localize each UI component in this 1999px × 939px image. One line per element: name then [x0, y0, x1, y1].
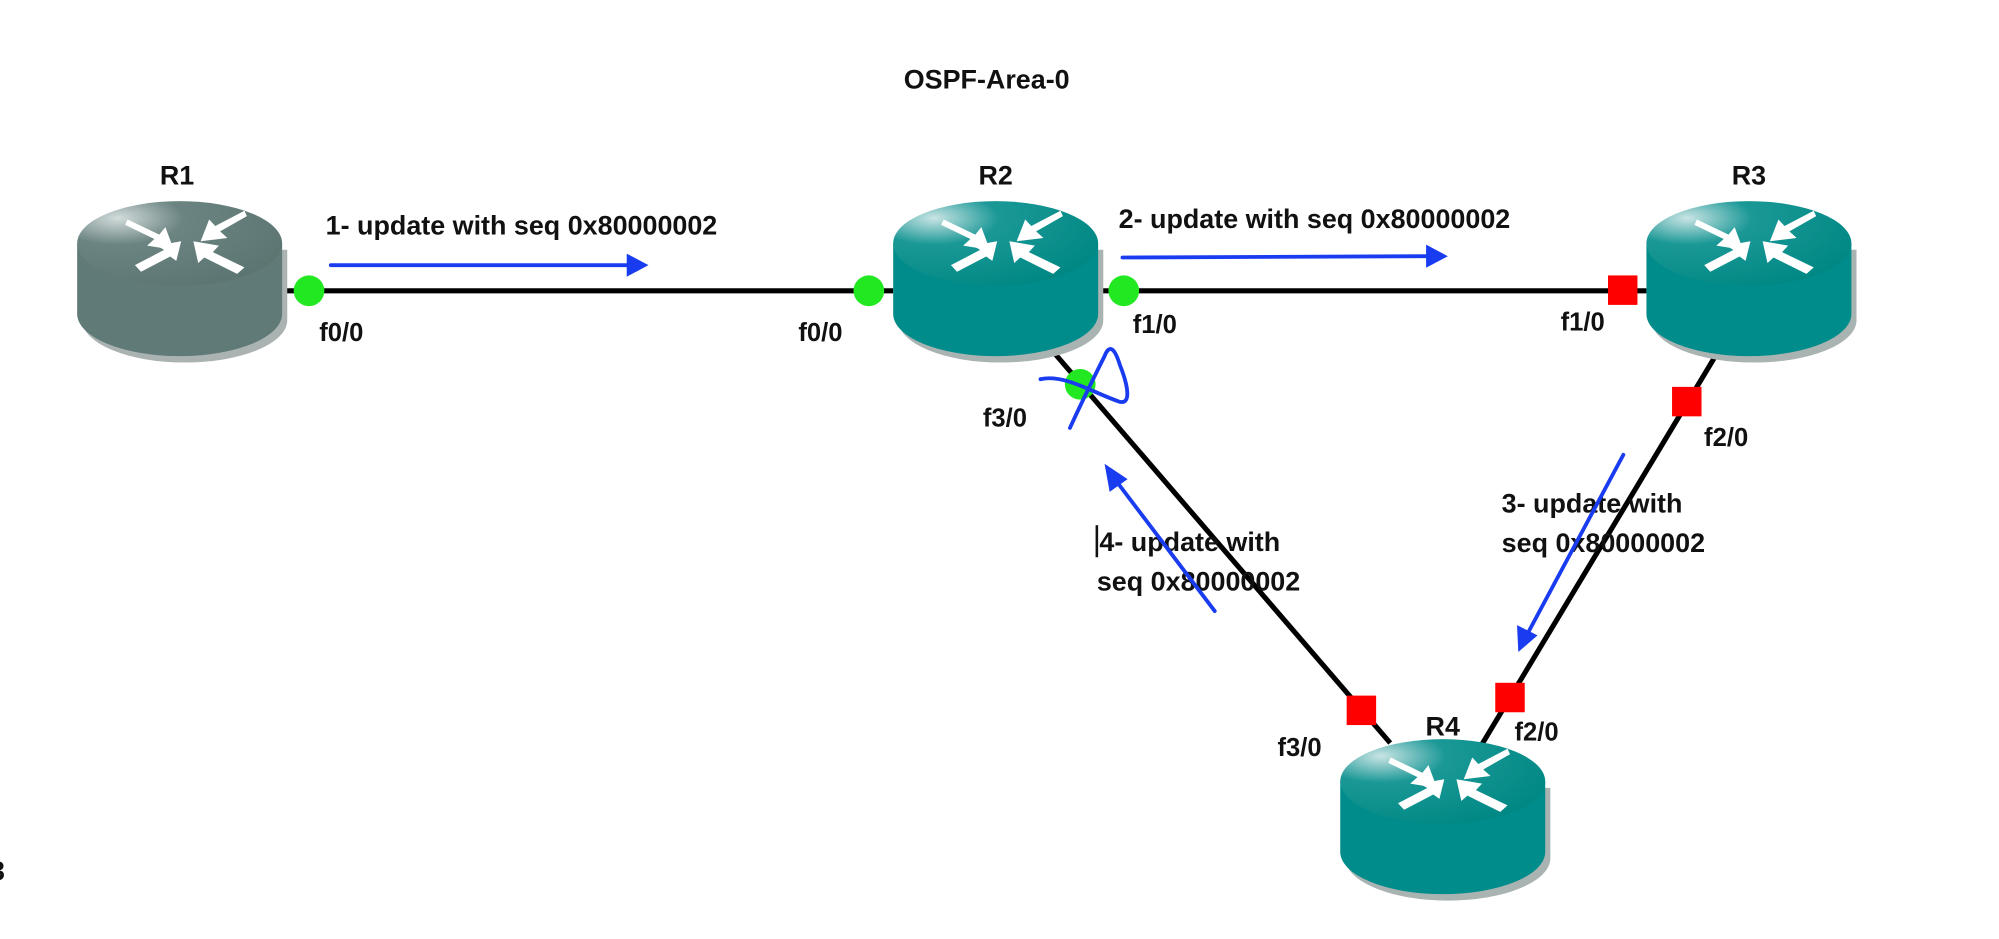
annotation-3-line2: seq 0x80000002 — [1502, 528, 1705, 558]
arrowhead-1 — [626, 253, 649, 277]
status-down-r4-f3-0 — [1346, 695, 1377, 726]
status-up-r2-f0-0 — [853, 275, 885, 307]
status-down-r4-f2-0 — [1495, 682, 1525, 713]
link-r2-r4[interactable] — [1046, 344, 1393, 745]
router-label-r2: R2 — [978, 160, 1012, 190]
iface-label-r2-f0-0: f0/0 — [798, 319, 842, 347]
annotation-arrows — [328, 244, 1626, 653]
interface-status — [293, 275, 1702, 726]
arrow-4 — [1112, 477, 1217, 613]
scribble-mark — [1038, 347, 1130, 430]
router-r4[interactable] — [1340, 739, 1551, 901]
status-up-r1-f0-0 — [293, 275, 325, 307]
iface-label-r4-f2-0: f2/0 — [1514, 718, 1558, 746]
status-up-r2-f1-0 — [1108, 275, 1140, 307]
router-r3[interactable] — [1646, 201, 1857, 363]
iface-label-r4-f3-0: f3/0 — [1277, 734, 1321, 762]
status-down-r3-f1-0 — [1607, 275, 1638, 305]
router-label-r3: R3 — [1732, 160, 1766, 190]
router-r2[interactable] — [893, 201, 1104, 363]
router-label-r1: R1 — [160, 160, 194, 190]
iface-label-r2-f3-0: f3/0 — [983, 405, 1027, 433]
annotation-4-line1: 4- update with — [1099, 527, 1280, 557]
link-r3-r4[interactable] — [1478, 352, 1720, 747]
status-down-r3-f2-0 — [1672, 386, 1702, 417]
annotation-1: 1- update with seq 0x80000002 — [326, 210, 718, 240]
arrow-2 — [1120, 254, 1431, 260]
arrow-3 — [1525, 452, 1626, 637]
iface-label-r3-f1-0: f1/0 — [1561, 309, 1605, 337]
iface-label-r2-f1-0: f1/0 — [1133, 311, 1177, 339]
arrowhead-3 — [1517, 625, 1538, 653]
arrowhead-2 — [1426, 244, 1448, 268]
router-r1[interactable] — [77, 201, 288, 363]
stray-text: 3 — [0, 856, 5, 886]
links — [282, 288, 1720, 747]
annotation-2: 2- update with seq 0x80000002 — [1119, 204, 1511, 234]
iface-label-r3-f2-0: f2/0 — [1704, 424, 1748, 452]
router-label-r4: R4 — [1426, 711, 1460, 741]
diagram-title: OSPF-Area-0 — [904, 64, 1070, 94]
iface-label-r1-f0-0: f0/0 — [319, 319, 363, 347]
arrowhead-4 — [1104, 463, 1128, 492]
